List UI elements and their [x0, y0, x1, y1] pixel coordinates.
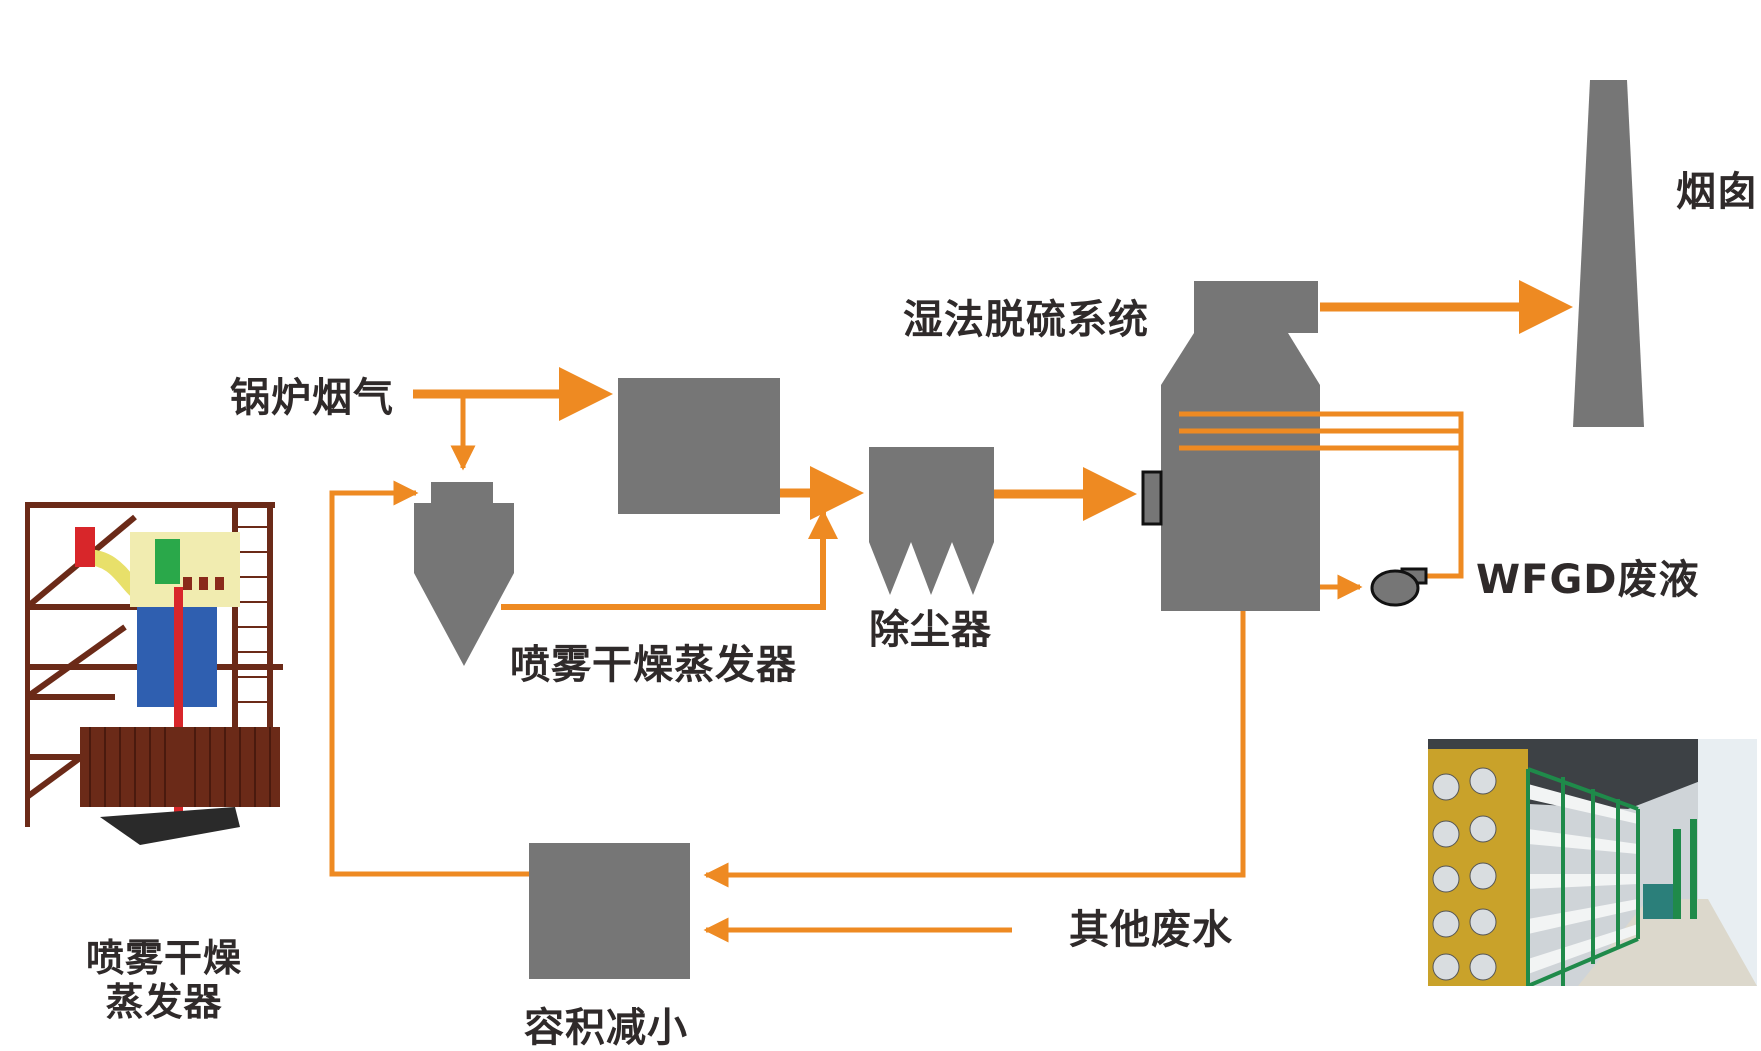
label-boiler-flue-gas: 锅炉烟气 — [230, 375, 394, 421]
label-chimney: 烟囱 — [1676, 169, 1758, 215]
dust-collector-hopper-3 — [952, 542, 994, 595]
wet-fgd-absorber[interactable] — [1141, 281, 1320, 611]
spray-dryer[interactable] — [414, 482, 514, 666]
dust-collector[interactable] — [869, 447, 994, 595]
label-dust-collector: 除尘器 — [869, 607, 992, 653]
absorber-transition — [1161, 333, 1320, 385]
flow-volume-reduction-to-spray-dryer — [329, 480, 529, 877]
label-wfgd-wastewater: WFGD废液 — [1476, 557, 1700, 603]
spray-dryer-top — [431, 482, 493, 504]
absorber-inlet — [1141, 470, 1163, 526]
dust-collector-body — [869, 447, 994, 542]
equipment — [414, 80, 1644, 979]
membrane-system-photo — [1428, 739, 1757, 986]
spray-dryer-body — [414, 503, 514, 666]
label-volume-reduction: 容积减小 — [524, 1005, 688, 1051]
flow-spray-dryer-to-duct — [501, 509, 838, 610]
absorber-body — [1161, 385, 1320, 611]
label-other-wastewater: 其他废水 — [1069, 907, 1233, 953]
flow-absorber-to-volume-reduction — [703, 611, 1246, 888]
air-heater[interactable] — [618, 378, 780, 514]
dust-collector-hopper-2 — [911, 542, 952, 595]
label-photo-spray-dryer-line2: 蒸发器 — [105, 980, 223, 1024]
chimney[interactable] — [1573, 80, 1644, 427]
spray-headers — [1179, 411, 1320, 451]
wastewater-pump[interactable] — [1370, 567, 1428, 607]
dust-collector-hopper-1 — [869, 542, 911, 595]
pump-casing — [1370, 569, 1420, 607]
label-wet-fgd: 湿法脱硫系统 — [903, 297, 1149, 343]
volume-reduction-unit[interactable] — [529, 843, 690, 979]
label-photo-spray-dryer-line1: 喷雾干燥 — [85, 936, 242, 980]
spray-dryer-evaporator-photo — [25, 497, 283, 845]
flow-lines — [329, 280, 1573, 943]
label-spray-dryer: 喷雾干燥蒸发器 — [510, 642, 797, 688]
absorber-outlet-box — [1194, 281, 1318, 333]
